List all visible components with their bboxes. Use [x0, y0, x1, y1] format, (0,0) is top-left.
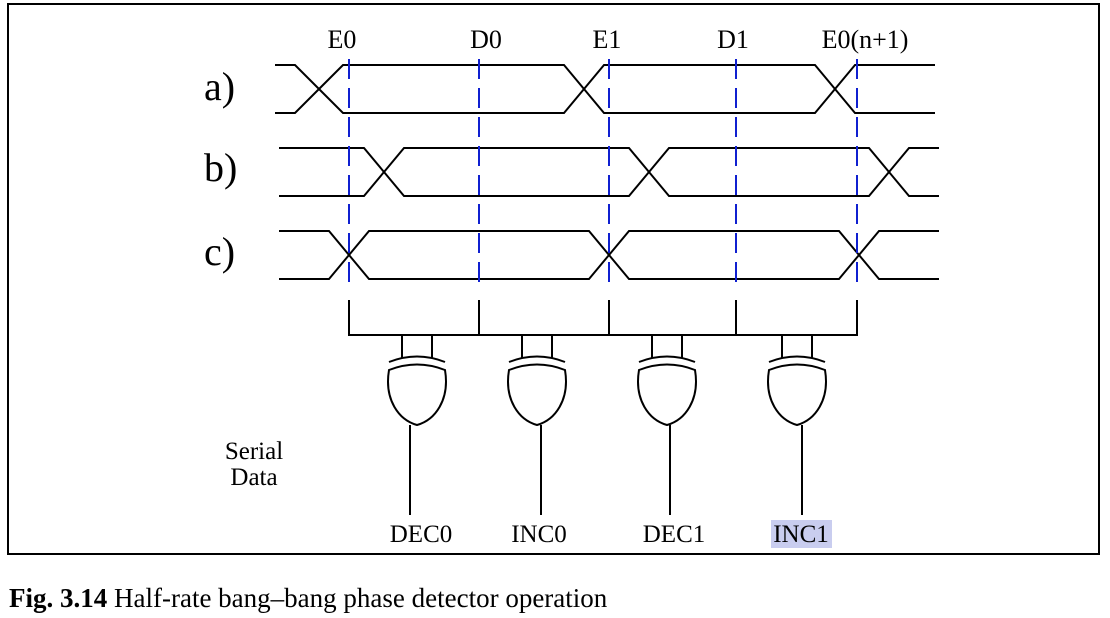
caption-text: Half-rate bang–bang phase detector opera… — [114, 583, 608, 613]
xor-gate-dec1 — [637, 355, 697, 427]
sampling-markers — [348, 59, 858, 285]
figure-caption: Fig. 3.14 Half-rate bang–bang phase dete… — [9, 583, 607, 614]
side-label-line2: Data — [230, 464, 277, 491]
marker-label-d1: D1 — [717, 25, 749, 54]
sample-wiring — [348, 300, 858, 358]
marker-label-d0: D0 — [470, 25, 502, 54]
figure-frame: E0 D0 E1 D1 E0(n+1) a) b) c) — [7, 3, 1100, 555]
marker-label-e0n1: E0(n+1) — [822, 25, 909, 54]
row-label-a: a) — [204, 64, 235, 109]
output-highlight — [771, 520, 832, 548]
marker-label-e1: E1 — [593, 25, 622, 54]
waveform-b — [279, 147, 939, 197]
marker-label-e0: E0 — [328, 25, 357, 54]
side-label-line1: Serial — [225, 438, 283, 465]
row-label-c: c) — [204, 229, 235, 274]
waveform-a — [275, 64, 935, 114]
output-label-inc1: INC1 — [773, 521, 829, 548]
caption-label: Fig. 3.14 — [9, 583, 108, 613]
output-label-dec0: DEC0 — [390, 521, 453, 548]
xor-gate-inc0 — [507, 355, 567, 427]
xor-gate-inc1 — [767, 355, 827, 427]
output-wires — [409, 425, 803, 515]
timing-diagram: E0 D0 E1 D1 E0(n+1) a) b) c) — [204, 25, 939, 548]
xor-gate-dec0 — [387, 355, 447, 427]
waveform-c — [279, 230, 939, 280]
row-label-b: b) — [204, 145, 237, 190]
output-label-dec1: DEC1 — [643, 521, 706, 548]
output-label-inc0: INC0 — [511, 521, 567, 548]
